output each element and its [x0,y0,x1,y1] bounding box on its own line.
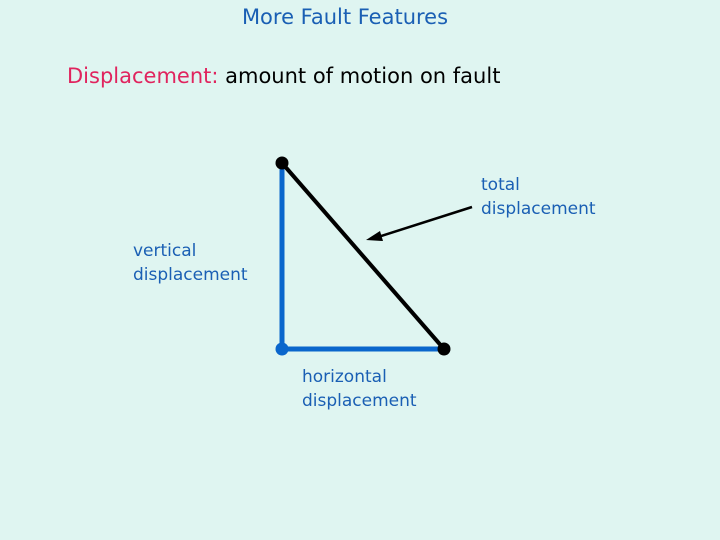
label-line: displacement [302,391,417,411]
horizontal-displacement-label: horizontal displacement [302,365,417,413]
total-displacement-line [280,161,446,351]
label-line: displacement [481,199,596,219]
vertical-displacement-label: vertical displacement [133,239,248,287]
label-line: total [481,175,520,195]
top-point [275,156,289,170]
arrow-head [366,231,383,241]
slide-title: More Fault Features [241,5,449,29]
label-line: displacement [133,265,248,285]
pointer-arrow [377,205,473,239]
label-line: horizontal [302,367,387,387]
total-displacement-label: total displacement [481,173,596,221]
definition-term: Displacement: [67,64,219,88]
corner-point [275,342,289,356]
definition-text: amount of motion on fault [218,64,501,88]
right-point [437,342,451,356]
label-line: vertical [133,241,197,261]
definition: Displacement: amount of motion on fault [67,64,500,88]
